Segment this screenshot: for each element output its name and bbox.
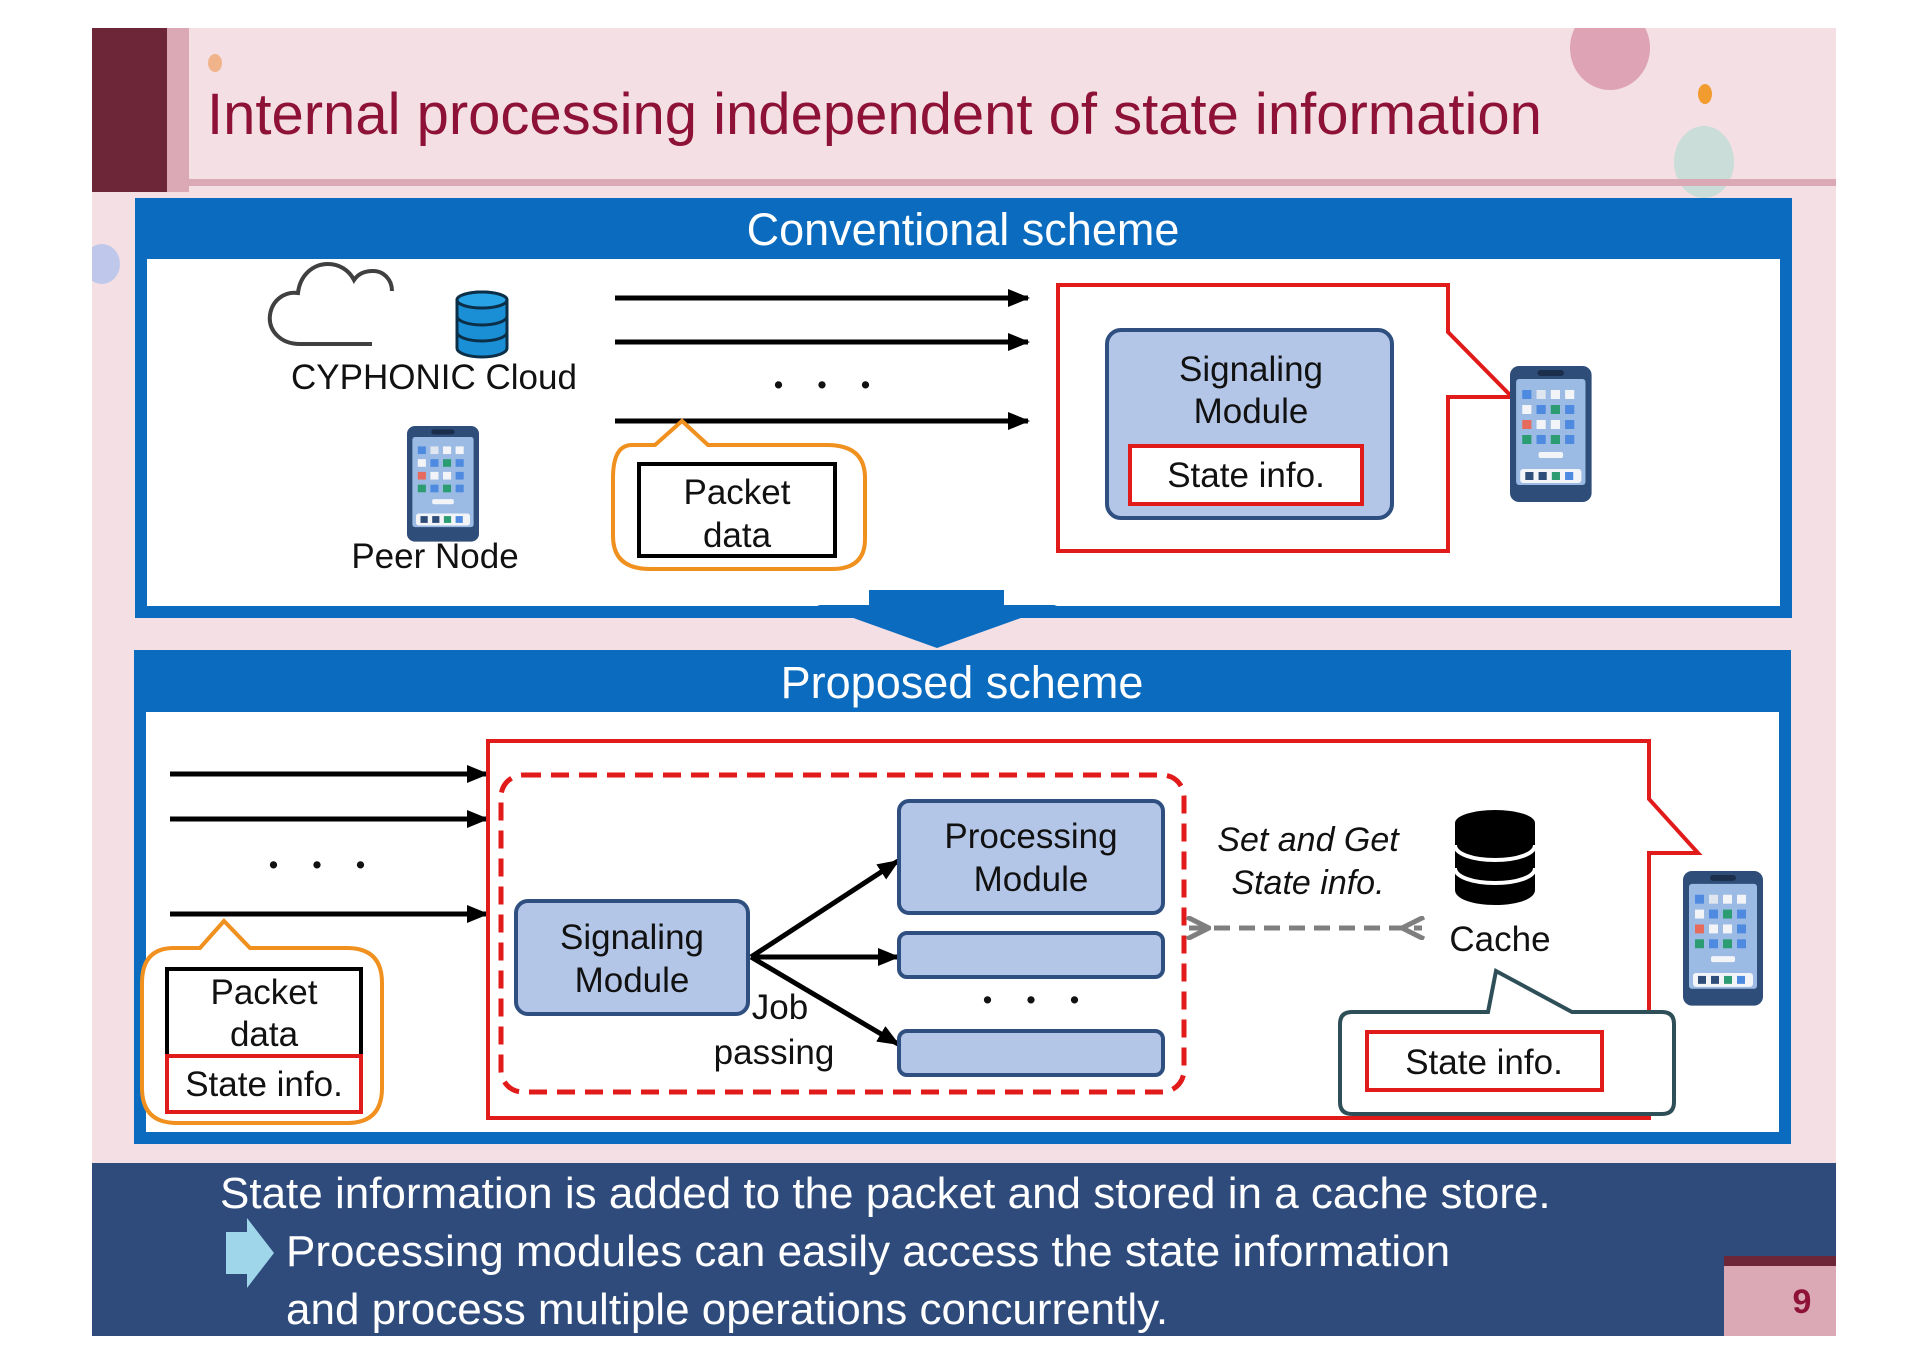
page-title: Internal processing independent of state… [207, 82, 1542, 147]
signaling-label-line2: Module [1194, 392, 1309, 431]
packet-proposed-line2: data [230, 1015, 299, 1054]
flow-ellipsis: ・ ・ ・ [762, 368, 883, 406]
page-number-box [1724, 1256, 1836, 1336]
processing-label-line1: Processing [944, 817, 1117, 856]
cloud-label: CYPHONIC Cloud [291, 358, 577, 397]
incoming-arrows [170, 765, 489, 923]
footer-banner [92, 1163, 1836, 1336]
footer-line3: and process multiple operations concurre… [286, 1285, 1168, 1334]
job-label-line2: passing [714, 1033, 835, 1072]
setget-label-line2: State info. [1231, 864, 1384, 902]
state-info-box [1128, 444, 1364, 506]
title-underline [189, 179, 1836, 186]
processing-module-box [897, 799, 1165, 915]
page-number-accent [1724, 1256, 1836, 1266]
setget-label-line1: Set and Get [1217, 821, 1400, 859]
title-accent-bar [92, 28, 167, 192]
processing-module-box-3 [897, 1029, 1165, 1077]
page-number: 9 [1793, 1283, 1812, 1321]
cache-state-box [1365, 1030, 1604, 1092]
peer-node-label: Peer Node [351, 537, 518, 576]
proposed-section: Proposed scheme ・ ・ ・ Packet data State … [134, 650, 1791, 1144]
job-label-line1: Job [752, 988, 808, 1027]
packet-label-line2: data [703, 516, 772, 555]
arrow-icon [749, 954, 900, 1047]
processing-label-line2: Module [974, 860, 1089, 899]
signaling-proposed-line1: Signaling [560, 918, 704, 957]
conventional-section: Conventional scheme CYPHONIC Cloud Peer … [135, 198, 1792, 618]
packet-proposed-line1: Packet [211, 973, 318, 1012]
packet-state-box [165, 1054, 363, 1114]
signaling-label-line1: Signaling [1179, 350, 1323, 389]
arrow-icon [749, 858, 900, 960]
peer-smartphone-icon [407, 426, 479, 542]
conventional-header: Conventional scheme [747, 204, 1180, 255]
slide-canvas: Internal processing independent of state… [92, 28, 1836, 1336]
device-smartphone-icon [1510, 366, 1592, 502]
incoming-ellipsis: ・ ・ ・ [257, 848, 378, 886]
footer-line1: State information is added to the packet… [220, 1169, 1551, 1218]
database-icon [1453, 810, 1537, 905]
footer-line2: Processing modules can easily access the… [286, 1227, 1450, 1276]
packet-data-box [637, 462, 837, 558]
processing-area [498, 772, 1187, 1095]
cache-label: Cache [1449, 920, 1550, 959]
signaling-proposed-line2: Module [575, 961, 690, 1000]
signaling-module-box-proposed [514, 899, 750, 1016]
packet-state-label: State info. [185, 1065, 343, 1104]
title-accent-stripe [167, 28, 189, 192]
packet-data-box-proposed [165, 967, 363, 1058]
cloud-database-icon [267, 261, 509, 359]
slide: Internal processing independent of state… [92, 28, 1836, 1336]
module-ellipsis: ・ ・ ・ [971, 983, 1092, 1021]
down-arrow-icon [817, 590, 1057, 648]
device-smartphone-icon-proposed [1683, 871, 1763, 1006]
proposed-header: Proposed scheme [781, 657, 1144, 708]
state-info-label: State info. [1167, 456, 1325, 495]
processing-module-box-2 [897, 931, 1165, 979]
cache-state-label: State info. [1405, 1043, 1563, 1082]
packet-label-line1: Packet [684, 473, 791, 512]
job-passing-arrows [749, 858, 900, 1047]
right-arrow-icon [226, 1218, 274, 1288]
